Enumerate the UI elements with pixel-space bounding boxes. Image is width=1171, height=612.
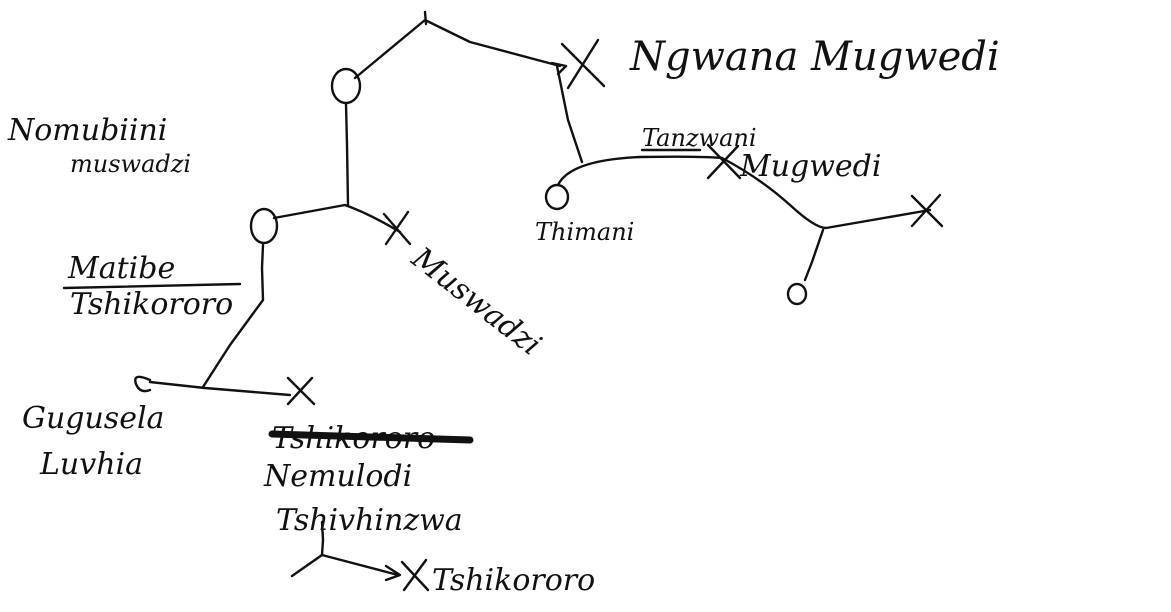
x-node-muswadzi (382, 210, 412, 246)
underline-matibe (62, 282, 242, 290)
descent-line-top-right (555, 64, 584, 164)
descent-line-center (344, 102, 350, 207)
circle-node-right (786, 282, 808, 306)
descent-line-left (201, 243, 265, 389)
x-node-tshikororo-bottom (400, 558, 430, 592)
x-node-mugwedi (706, 143, 742, 180)
label-muswadzi-mid: Muswadzi (404, 240, 547, 363)
mugwedi-line (720, 156, 932, 230)
marriage-line-muswadzi (272, 203, 402, 234)
marriage-line-top (353, 18, 562, 80)
label-mugwedi: Mugwedi (739, 149, 881, 184)
label-luvhia: Luvhia (39, 447, 143, 482)
label-ngwana-mugwedi: Ngwana Mugwedi (629, 34, 1000, 80)
label-nemulodi: Nemulodi (263, 459, 412, 494)
diagram-labels: Ngwana Mugwedi Nomubiini muswadzi Tanzwa… (7, 34, 1000, 598)
circle-node-gugusela (134, 375, 152, 393)
label-thimani: Thimani (535, 218, 634, 246)
diagram-lines (148, 18, 932, 582)
circle-node-nomubiini (330, 67, 362, 105)
arrowhead-top (550, 61, 568, 76)
descent-line-bottom (320, 520, 325, 557)
label-muswadzi-top: muswadzi (70, 150, 191, 178)
marriage-line-thimani (556, 155, 724, 187)
label-tanzwani: Tanzwani (642, 124, 757, 152)
label-gugusela: Gugusela (22, 401, 164, 436)
male-nodes (286, 10, 944, 592)
label-tshikororo-bottom: Tshikororo (432, 563, 595, 598)
descent-line-right (803, 228, 825, 282)
x-node-ngwana-mugwedi (560, 38, 606, 90)
label-tshivhinzwa: Tshivhinzwa (276, 503, 463, 538)
label-matibe: Matibe (67, 251, 175, 286)
label-nomubiini: Nomubiini (7, 113, 167, 148)
circle-node-matibe (249, 207, 279, 245)
marriage-line-gugusela (148, 380, 292, 397)
bottom-branch-right (320, 553, 400, 577)
circle-node-thimani (544, 183, 570, 211)
label-tshikororo-mid: Tshikororo (70, 287, 233, 322)
female-nodes (134, 67, 808, 393)
x-node-tshikororo-mid (286, 376, 316, 406)
x-node-right (910, 193, 944, 228)
arrowhead-bottom (384, 564, 402, 582)
top-vertex-mark (423, 10, 428, 26)
bottom-branch-left (290, 553, 324, 578)
strikethrough-tshikororo (268, 430, 474, 444)
